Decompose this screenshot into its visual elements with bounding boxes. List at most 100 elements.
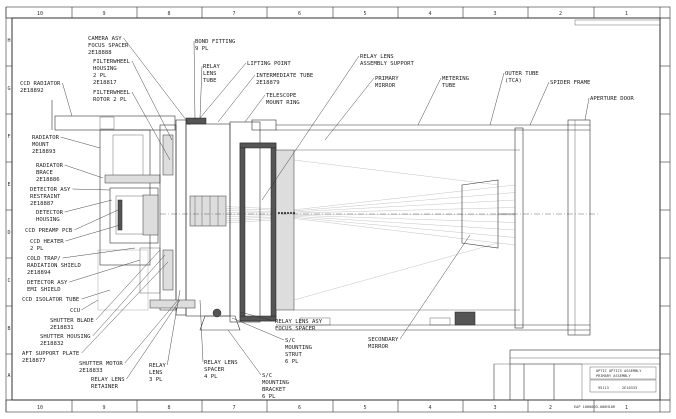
callout-text: RELAY LENS [360, 54, 394, 60]
leader-line [529, 81, 550, 126]
drawing-title-line-2: PRIMARY ASSEMBLY [596, 374, 631, 378]
leader-line [62, 82, 73, 117]
zone-label-top: 8 [168, 11, 171, 17]
callout-text: 2E18888 [88, 50, 112, 56]
callout-text: METERING [442, 76, 470, 82]
revision-block [574, 19, 661, 26]
callout-text: 2E18894 [27, 270, 51, 276]
callout-text: 2E18893 [32, 149, 56, 155]
callout-text: 2E18877 [22, 358, 46, 364]
zone-label-top: 4 [429, 11, 432, 17]
callout-text: HOUSING [36, 217, 60, 223]
drawing-title-line-1: OPTIC OPTICS ASSEMBLY [596, 369, 642, 373]
callout-text: SHUTTER BLADE [50, 318, 94, 324]
leader-line [81, 289, 111, 300]
zone-label-bottom: 4 [429, 405, 432, 411]
callout-text: RELAY LENS [204, 360, 238, 366]
zone-label-bottom: 9 [103, 405, 106, 411]
callout-ccu: CCU [70, 299, 99, 314]
callout-text: 2E18887 [30, 201, 54, 207]
zone-label-top: 2 [559, 11, 562, 17]
leader-line [167, 289, 181, 366]
callout-text: 6 PL [285, 359, 299, 365]
zone-label-bottom: 7 [233, 405, 236, 411]
callout-text: ASSEMBLY SUPPORT [360, 61, 415, 67]
callout-text: CCD ISOLATOR TUBE [22, 297, 80, 303]
callout-text: FILTERWHEEL [93, 90, 131, 96]
callout-lifting-point: LIFTING POINT [199, 61, 291, 119]
leader-line [199, 65, 203, 119]
callout-text: 2 PL [30, 246, 44, 252]
callout-text: APERTURE DOOR [590, 96, 634, 102]
callout-text: CAMERA ASY [88, 36, 122, 42]
callout-text: SPACER [204, 367, 225, 373]
leader-line [74, 209, 119, 231]
callout-text: OUTER TUBE [505, 71, 539, 77]
zone-label-left: E [8, 182, 11, 188]
leader-line [131, 91, 171, 161]
callout-text: MOUNT RING [266, 100, 300, 106]
leader-line [217, 74, 256, 123]
zone-label-left: A [8, 373, 11, 379]
cage-code: 95113 [598, 386, 609, 390]
light-rays [189, 159, 516, 301]
leader-line [124, 299, 179, 364]
callout-text: SHUTTER HOUSING [40, 334, 91, 340]
leader-line [244, 94, 266, 123]
callout-text: FOCUS SPACER [275, 326, 316, 332]
callout-text: RELAY [149, 363, 166, 369]
callout-text: DETECTOR ASY [30, 187, 71, 193]
callout-text: BOND FITTING [195, 39, 236, 45]
callout-text: 2E18886 [36, 177, 60, 183]
zone-label-left: G [8, 86, 11, 92]
zone-label-bottom: 6 [298, 405, 301, 411]
callout-text: AFT SUPPORT PLATE [22, 351, 80, 357]
leader-line [231, 317, 285, 341]
callout-text: SHUTTER MOTOR [79, 361, 123, 367]
leader-line [199, 299, 204, 363]
callout-text: STRUT [285, 352, 302, 358]
callout-text: MOUNT [32, 142, 49, 148]
callout-text: BRACKET [262, 387, 286, 393]
callout-text: RADIATOR [32, 135, 60, 141]
callout-text: 2E18833 [79, 368, 103, 374]
zone-label-bottom: 8 [168, 405, 171, 411]
spider-frame-shape [514, 127, 524, 329]
zone-label-left: B [8, 326, 11, 332]
callout-text: SECONDARY [368, 337, 399, 343]
aperture-door-shape [567, 119, 591, 336]
callout-text: (TCA) [505, 78, 522, 84]
leader-line [81, 299, 99, 311]
leader-line [399, 234, 471, 340]
callout-text: 2E18879 [256, 80, 280, 86]
title-block: OPTIC OPTICS ASSEMBLY PRIMARY ASSEMBLY 9… [493, 19, 661, 409]
drawing-footer: EAP 10H0003-000H10R [574, 405, 616, 409]
leader-line [69, 259, 141, 283]
relay-lens-stack [189, 195, 227, 227]
leader-line [62, 247, 136, 259]
callout-text: 3 PL [149, 377, 163, 383]
callout-text: RESTRAINT [30, 194, 61, 200]
primary-mirror-cell [239, 142, 277, 322]
leader-line [64, 199, 113, 213]
zone-label-left: F [8, 134, 11, 140]
callout-spider-frame: SPIDER FRAME [529, 80, 591, 126]
